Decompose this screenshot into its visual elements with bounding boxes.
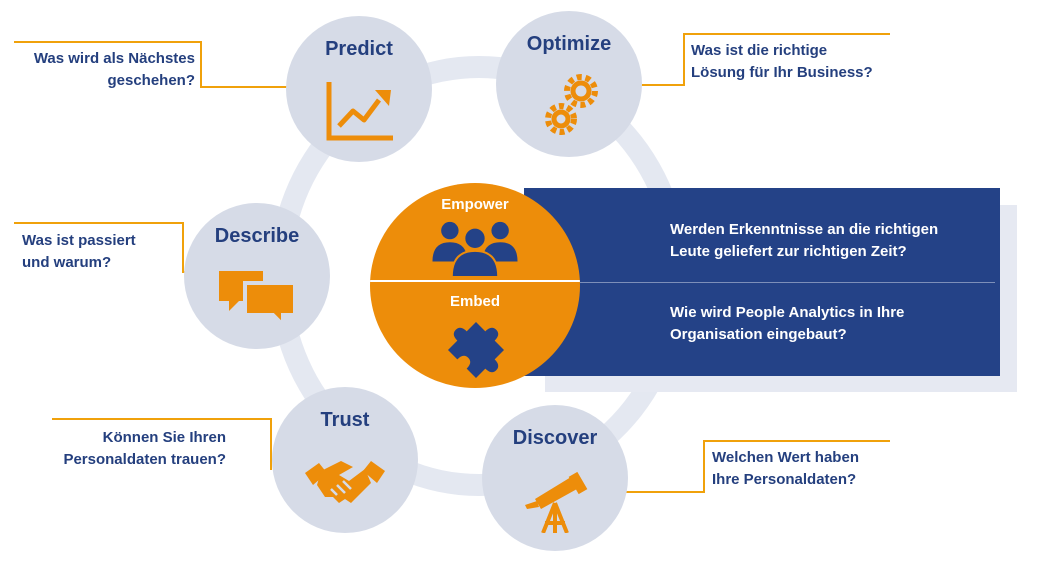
- predict-node: Predict: [286, 16, 432, 162]
- describe-question-line2: und warum?: [22, 254, 112, 271]
- trust-connector: [270, 418, 272, 470]
- predict-label: Predict: [325, 38, 393, 60]
- embed-question-line2: Organisation eingebaut?: [670, 326, 847, 343]
- optimize-node: Optimize: [496, 11, 642, 157]
- trust-question-line2: Personaldaten trauen?: [63, 451, 226, 468]
- embed-label: Embed: [449, 293, 500, 310]
- discover-connector: [703, 440, 705, 492]
- predict-question-line1: Was wird als Nächstes: [33, 50, 195, 67]
- predict-connector: [14, 41, 202, 43]
- embed-question: Wie wird People Analytics in Ihre Organi…: [670, 302, 904, 346]
- optimize-connector: [683, 33, 890, 35]
- optimize-question-line2: Lösung für Ihr Business?: [691, 64, 873, 81]
- optimize-question-line1: Was ist die richtige: [691, 42, 828, 59]
- optimize-question: Was ist die richtige Lösung für Ihr Busi…: [691, 40, 873, 84]
- people-group-icon: [432, 221, 518, 277]
- empower-question-line1: Werden Erkenntnisse an die richtigen: [670, 221, 939, 238]
- describe-connector: [14, 222, 184, 224]
- describe-node: Describe: [184, 203, 330, 349]
- empower-question-line2: Leute geliefert zur richtigen Zeit?: [670, 243, 907, 260]
- discover-connector: [703, 440, 890, 442]
- discover-connector: [625, 491, 705, 493]
- optimize-connector: [683, 33, 685, 85]
- puzzle-piece-icon: [447, 321, 505, 379]
- panel-divider: [540, 282, 995, 283]
- trust-label: Trust: [320, 409, 370, 431]
- discover-label: Discover: [512, 427, 598, 449]
- gears-icon: [545, 74, 598, 135]
- describe-question: Was ist passiert und warum?: [22, 230, 136, 274]
- discover-question-line2: Ihre Personaldaten?: [712, 471, 857, 488]
- trust-connector: [52, 418, 272, 420]
- empower-question: Werden Erkenntnisse an die richtigen Leu…: [670, 219, 938, 263]
- optimize-label: Optimize: [526, 33, 612, 55]
- describe-label: Describe: [214, 225, 300, 247]
- discover-question-line1: Welchen Wert haben: [712, 449, 859, 466]
- predict-question: Was wird als Nächstes geschehen?: [34, 48, 195, 92]
- predict-connector: [200, 41, 202, 87]
- predict-question-line2: geschehen?: [107, 72, 195, 89]
- trust-question-line1: Können Sie Ihren: [102, 429, 226, 446]
- describe-question-line1: Was ist passiert: [22, 232, 136, 249]
- discover-node: Discover: [482, 405, 628, 551]
- center-circle: Empower Embed: [370, 183, 580, 388]
- handshake-icon: [305, 461, 385, 503]
- describe-connector: [182, 222, 184, 272]
- predict-connector: [200, 86, 290, 88]
- telescope-icon: [525, 471, 588, 533]
- empower-label: Empower: [441, 196, 509, 213]
- chat-bubbles-icon: [219, 271, 297, 330]
- optimize-connector: [640, 84, 685, 86]
- chart-trend-icon: [326, 82, 393, 141]
- discover-question: Welchen Wert haben Ihre Personaldaten?: [712, 447, 859, 491]
- trust-node: Trust: [272, 387, 418, 533]
- embed-question-line1: Wie wird People Analytics in Ihre: [670, 304, 905, 321]
- trust-question: Können Sie Ihren Personaldaten trauen?: [63, 427, 226, 471]
- center-divider: [370, 280, 580, 282]
